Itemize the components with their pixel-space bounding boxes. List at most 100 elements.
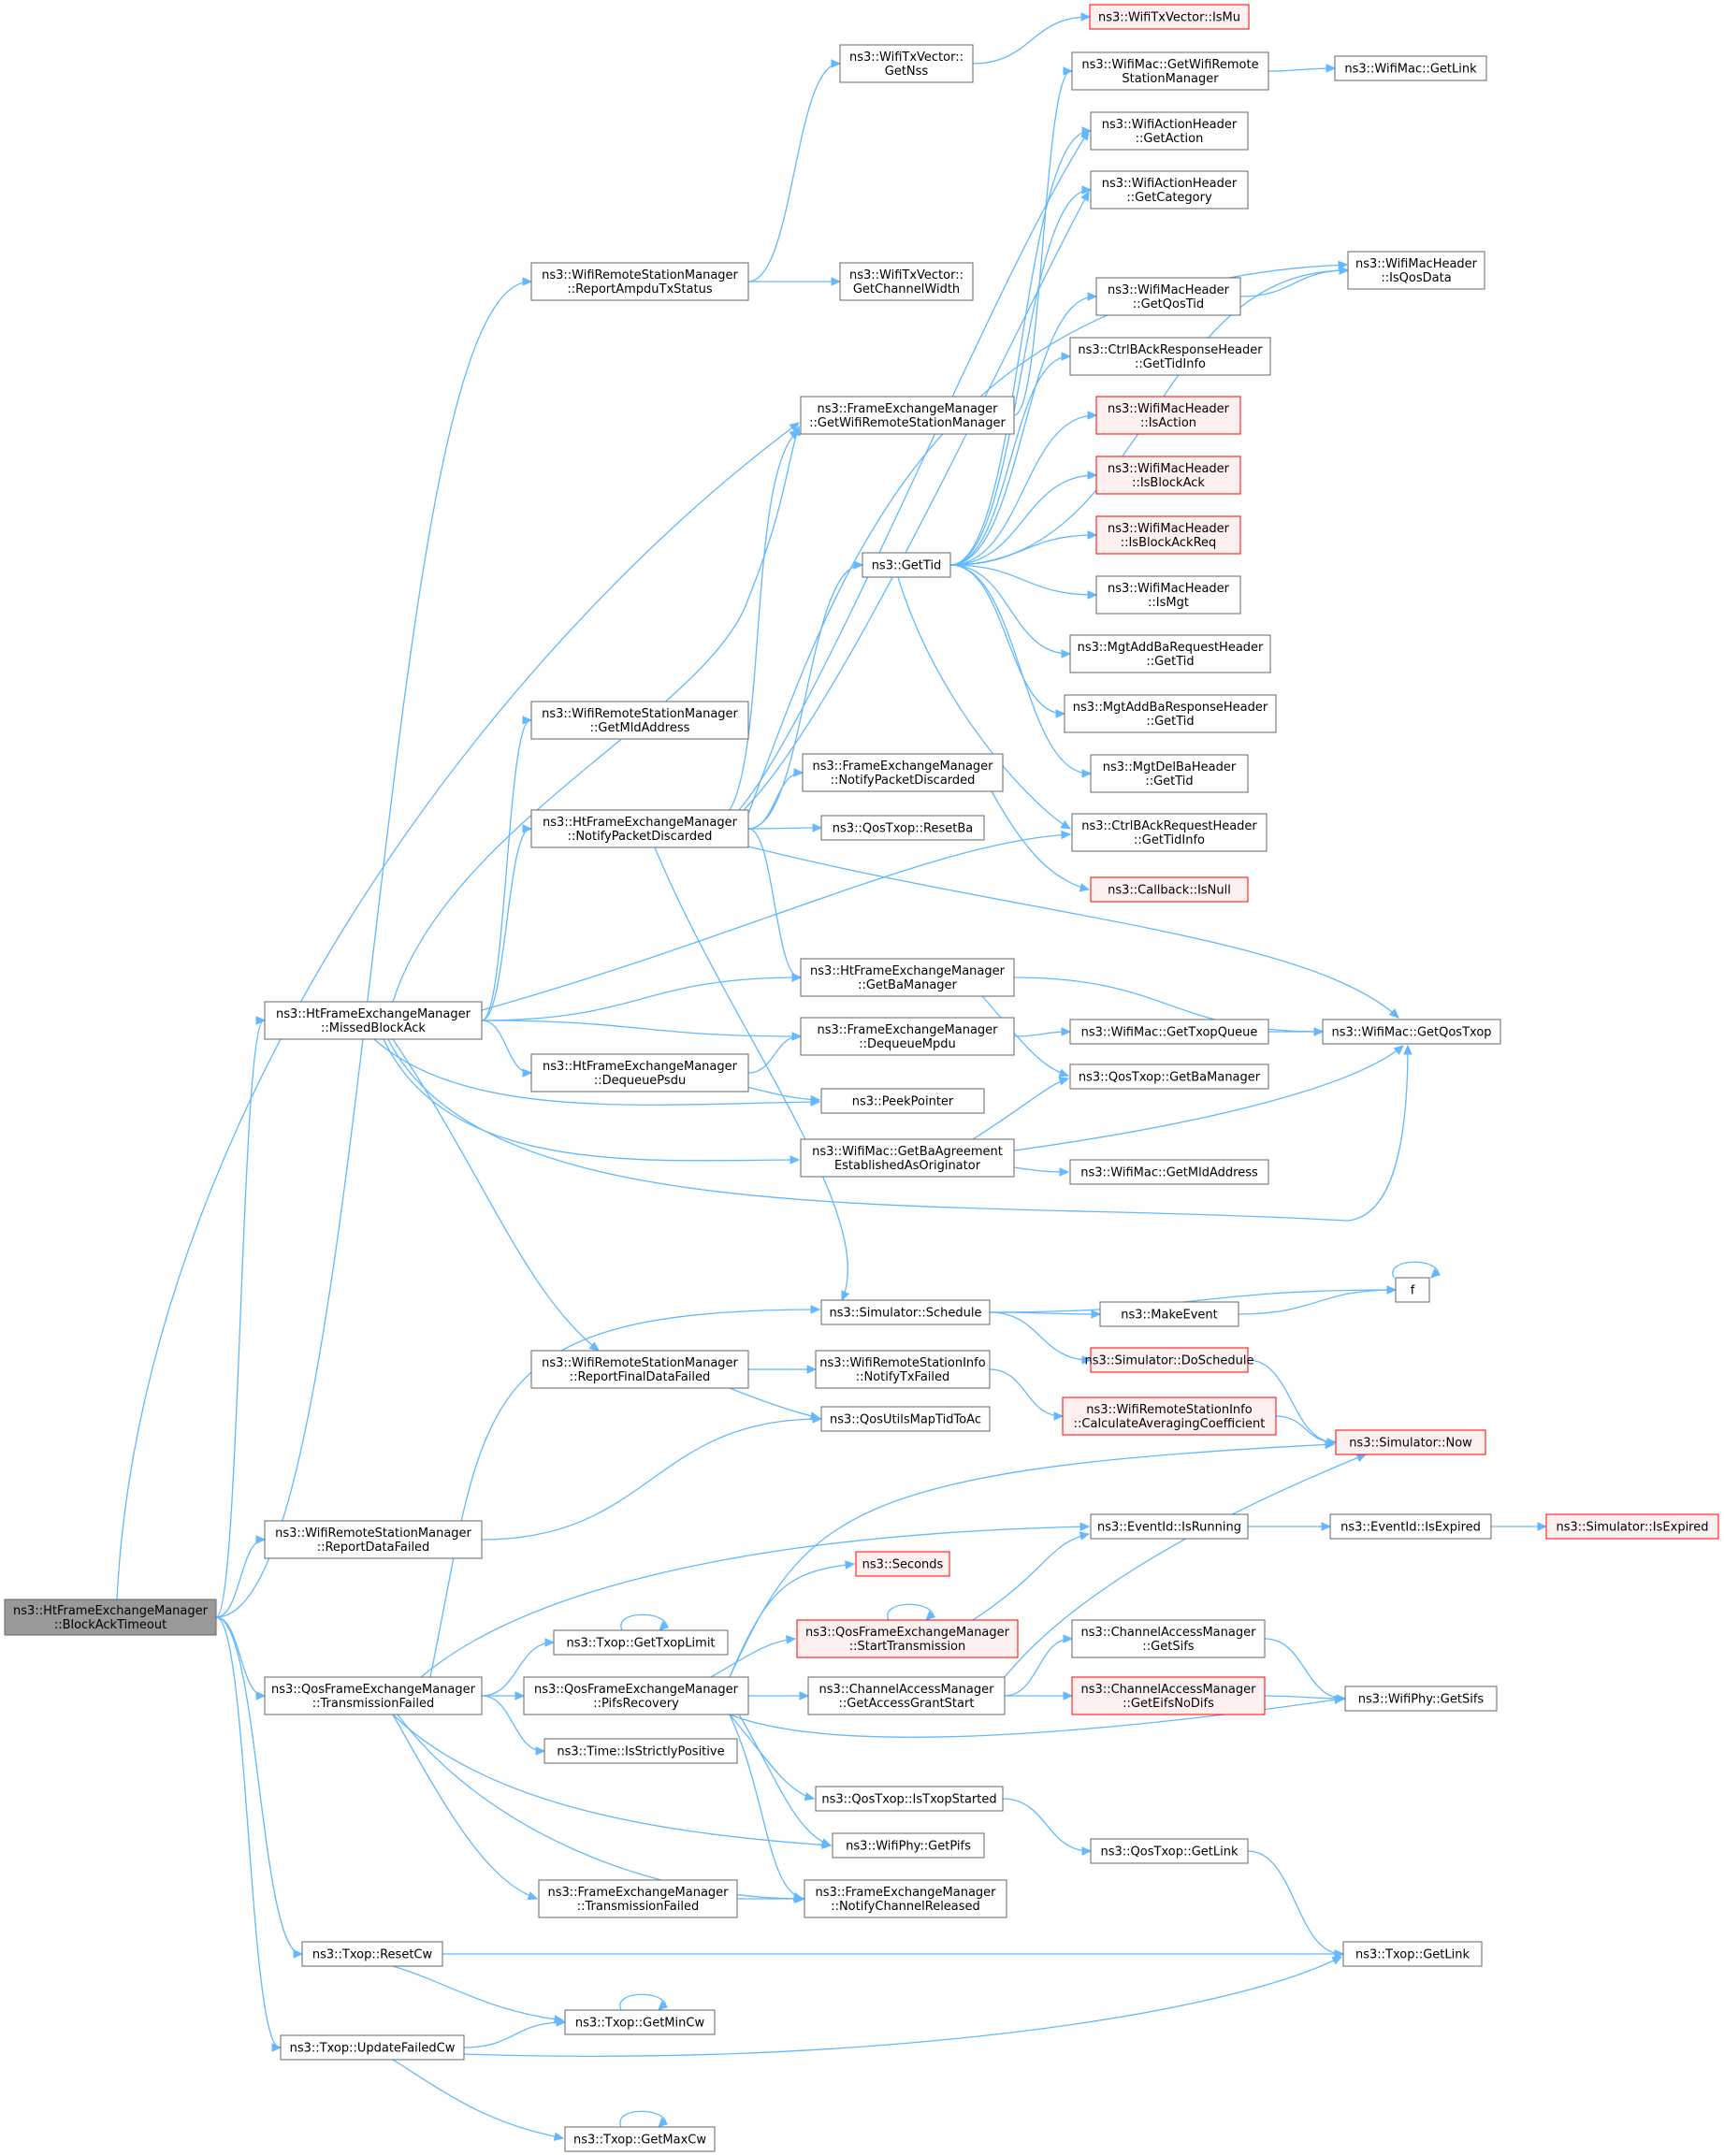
graph-node-reset-ba[interactable]: ns3::QosTxop::ResetBa — [820, 815, 985, 841]
node-label: ::GetWifiRemoteStationManager — [809, 416, 1006, 430]
graph-node-mac-get-mld[interactable]: ns3::WifiMac::GetMldAddress — [1069, 1159, 1269, 1185]
graph-node-ctrl-req-tid[interactable]: ns3::CtrlBAckRequestHeader::GetTidInfo — [1071, 813, 1268, 852]
graph-node-qos-get-link[interactable]: ns3::QosTxop::GetLink — [1090, 1838, 1249, 1864]
graph-node-get-wrsm[interactable]: ns3::WifiMac::GetWifiRemoteStationManage… — [1071, 51, 1269, 91]
graph-node-is-block-ack-req[interactable]: ns3::WifiMacHeader::IsBlockAckReq — [1095, 515, 1241, 555]
graph-node-is-mu[interactable]: ns3::WifiTxVector::IsMu — [1089, 4, 1250, 30]
edge-arrowhead — [527, 1891, 539, 1901]
edge-line — [747, 828, 801, 978]
graph-node-add-req-tid[interactable]: ns3::MgtAddBaRequestHeader::GetTid — [1069, 634, 1271, 673]
node-box — [1095, 396, 1241, 435]
graph-node-report-data[interactable]: ns3::WifiRemoteStationManager::ReportDat… — [264, 1520, 483, 1559]
node-label: ns3::WifiTxVector:: — [849, 51, 963, 65]
graph-node-is-running[interactable]: ns3::EventId::IsRunning — [1090, 1513, 1249, 1540]
graph-node-get-category[interactable]: ns3::WifiActionHeader::GetCategory — [1090, 170, 1249, 210]
call-edge — [481, 1020, 533, 1078]
graph-node-get-qos-txop[interactable]: ns3::WifiMac::GetQosTxop — [1322, 1019, 1501, 1045]
graph-node-get-access-grant[interactable]: ns3::ChannelAccessManager::GetAccessGran… — [807, 1676, 1006, 1715]
graph-node-del-ba-tid[interactable]: ns3::MgtDelBaHeader::GetTid — [1090, 754, 1249, 793]
graph-node-txop-get-link[interactable]: ns3::Txop::GetLink — [1342, 1941, 1483, 1967]
node-box — [1545, 1513, 1719, 1540]
graph-node-is-strictly-pos[interactable]: ns3::Time::IsStrictlyPositive — [543, 1738, 738, 1764]
graph-node-notify-chan-rel[interactable]: ns3::FrameExchangeManager::NotifyChannel… — [804, 1879, 1007, 1918]
graph-node-get-txop-limit[interactable]: ns3::Txop::GetTxopLimit — [553, 1629, 729, 1656]
node-label: ns3::WifiRemoteStationManager — [542, 268, 738, 282]
call-edge — [972, 12, 1092, 65]
graph-node-fem-dequeue-mpdu[interactable]: ns3::FrameExchangeManager::DequeueMpdu — [800, 1017, 1015, 1056]
edge-arrowhead — [791, 973, 803, 982]
graph-node-pifs-recovery[interactable]: ns3::QosFrameExchangeManager::PifsRecove… — [523, 1676, 749, 1715]
graph-node-get-max-cw[interactable]: ns3::Txop::GetMaxCw — [564, 2126, 716, 2152]
graph-node-get-chan-width[interactable]: ns3::WifiTxVector::GetChannelWidth — [839, 262, 974, 301]
graph-node-ht-get-ba-mgr[interactable]: ns3::HtFrameExchangeManager::GetBaManage… — [800, 958, 1015, 997]
graph-node-calc-avg[interactable]: ns3::WifiRemoteStationInfo::CalculateAve… — [1062, 1396, 1277, 1436]
graph-node-is-qos-data[interactable]: ns3::WifiMacHeader::IsQosData — [1347, 251, 1485, 290]
node-label: ns3::Txop::ResetCw — [312, 1948, 433, 1962]
graph-node-root[interactable]: ns3::HtFrameExchangeManager::BlockAckTim… — [4, 1599, 217, 1636]
node-label: ns3::ChannelAccessManager — [1081, 1683, 1257, 1697]
graph-node-missed-ba[interactable]: ns3::HtFrameExchangeManager::MissedBlock… — [264, 1001, 483, 1040]
edge-line — [1392, 1261, 1440, 1279]
graph-node-get-pifs[interactable]: ns3::WifiPhy::GetPifs — [832, 1832, 985, 1859]
edge-arrowhead — [659, 1620, 670, 1631]
graph-node-ht-dequeue-psdu[interactable]: ns3::HtFrameExchangeManager::DequeuePsdu — [530, 1053, 749, 1092]
graph-node-make-event[interactable]: ns3::MakeEvent — [1099, 1301, 1239, 1327]
edge-line — [981, 995, 1069, 1077]
graph-node-is-action[interactable]: ns3::WifiMacHeader::IsAction — [1095, 396, 1241, 435]
graph-node-start-tx[interactable]: ns3::QosFrameExchangeManager::StartTrans… — [796, 1619, 1019, 1658]
graph-node-report-final[interactable]: ns3::WifiRemoteStationManager::ReportFin… — [530, 1350, 749, 1389]
graph-node-get-nss[interactable]: ns3::WifiTxVector::GetNss — [839, 44, 974, 83]
call-edge — [1013, 66, 1074, 416]
graph-node-do-schedule[interactable]: ns3::Simulator::DoSchedule — [1084, 1347, 1254, 1373]
graph-node-map-tid[interactable]: ns3::QosUtilsMapTidToAc — [820, 1406, 991, 1432]
graph-node-get-sifs[interactable]: ns3::ChannelAccessManager::GetSifs — [1071, 1619, 1266, 1658]
graph-node-is-mgt[interactable]: ns3::WifiMacHeader::IsMgt — [1095, 575, 1241, 615]
graph-node-get-eifs[interactable]: ns3::ChannelAccessManager::GetEifsNoDifs — [1071, 1676, 1266, 1715]
graph-node-get-action[interactable]: ns3::WifiActionHeader::GetAction — [1090, 111, 1249, 151]
graph-node-qos-tx-failed[interactable]: ns3::QosFrameExchangeManager::Transmissi… — [264, 1676, 483, 1715]
graph-node-sim-is-expired[interactable]: ns3::Simulator::IsExpired — [1545, 1513, 1719, 1540]
graph-node-is-txop-started[interactable]: ns3::QosTxop::IsTxopStarted — [815, 1786, 1004, 1812]
graph-node-fem-tx-failed[interactable]: ns3::FrameExchangeManager::TransmissionF… — [538, 1879, 738, 1918]
graph-node-get-min-cw[interactable]: ns3::Txop::GetMinCw — [564, 2009, 716, 2035]
graph-node-peek-pointer[interactable]: ns3::PeekPointer — [820, 1088, 985, 1114]
graph-node-get-mld-addr-wrsm[interactable]: ns3::WifiRemoteStationManager::GetMldAdd… — [530, 701, 749, 740]
call-edge — [991, 790, 1091, 892]
graph-node-seconds[interactable]: ns3::Seconds — [855, 1551, 950, 1577]
graph-node-report-ampdu[interactable]: ns3::WifiRemoteStationManager::ReportAmp… — [530, 262, 749, 301]
edge-arrowhead — [812, 823, 823, 832]
graph-node-get-ba-agree[interactable]: ns3::WifiMac::GetBaAgreementEstablishedA… — [800, 1138, 1015, 1178]
graph-node-add-resp-tid[interactable]: ns3::MgtAddBaResponseHeader::GetTid — [1064, 694, 1277, 733]
graph-node-fem-notify-disc[interactable]: ns3::FrameExchangeManager::NotifyPacketD… — [802, 753, 1004, 792]
graph-node-now[interactable]: ns3::Simulator::Now — [1335, 1429, 1486, 1455]
call-edge — [989, 1310, 1102, 1319]
graph-node-schedule[interactable]: ns3::Simulator::Schedule — [820, 1299, 991, 1325]
node-box — [820, 1406, 991, 1432]
node-label: ns3::WifiRemoteStationManager — [542, 1356, 738, 1370]
graph-node-phy-get-sifs[interactable]: ns3::WifiPhy::GetSifs — [1344, 1686, 1498, 1712]
graph-node-get-txop-queue[interactable]: ns3::WifiMac::GetTxopQueue — [1069, 1019, 1269, 1045]
edge-line — [747, 846, 1399, 1019]
graph-node-ctrl-resp-tid[interactable]: ns3::CtrlBAckResponseHeader::GetTidInfo — [1069, 337, 1271, 376]
graph-node-update-failed-cw[interactable]: ns3::Txop::UpdateFailedCw — [280, 2034, 465, 2061]
graph-node-f[interactable]: f — [1395, 1277, 1430, 1303]
graph-node-is-expired[interactable]: ns3::EventId::IsExpired — [1329, 1513, 1492, 1540]
node-label: ns3::ChannelAccessManager — [1081, 1626, 1257, 1640]
node-label: ns3::WifiTxVector::IsMu — [1098, 11, 1240, 25]
edge-line — [747, 827, 821, 830]
graph-node-mac-get-link[interactable]: ns3::WifiMac::GetLink — [1334, 55, 1487, 81]
edge-line — [392, 1965, 564, 2021]
edge-arrowhead — [588, 1341, 600, 1352]
edge-line — [972, 1533, 1090, 1621]
graph-node-cb-is-null[interactable]: ns3::Callback::IsNull — [1090, 876, 1249, 903]
graph-node-is-block-ack[interactable]: ns3::WifiMacHeader::IsBlockAck — [1095, 456, 1241, 495]
graph-node-notify-tx-failed[interactable]: ns3::WifiRemoteStationInfo::NotifyTxFail… — [815, 1350, 991, 1389]
graph-node-qos-get-ba-mgr[interactable]: ns3::QosTxop::GetBaManager — [1069, 1064, 1269, 1090]
graph-node-get-tid[interactable]: ns3::GetTid — [862, 552, 951, 578]
graph-node-get-qos-tid[interactable]: ns3::WifiMacHeader::GetQosTid — [1095, 277, 1241, 316]
graph-node-fem-get-wrsm[interactable]: ns3::FrameExchangeManager::GetWifiRemote… — [800, 396, 1015, 435]
call-edge — [747, 560, 864, 830]
edge-line — [619, 2110, 667, 2128]
graph-node-reset-cw[interactable]: ns3::Txop::ResetCw — [301, 1941, 443, 1967]
graph-node-ht-notify-disc[interactable]: ns3::HtFrameExchangeManager::NotifyPacke… — [530, 809, 749, 848]
